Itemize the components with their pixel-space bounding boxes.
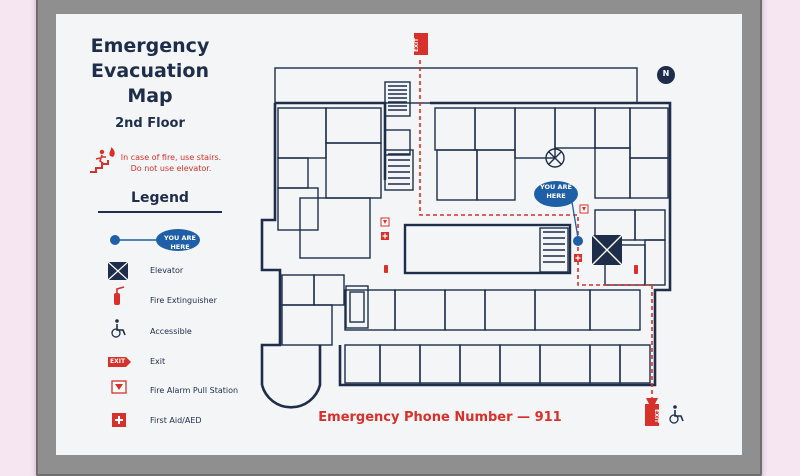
fire-stairs-icon — [90, 147, 115, 173]
legend-first-aid: First Aid/AED — [100, 416, 260, 444]
legend-you-are-here-label: YOU ARE HERE — [163, 234, 197, 251]
page-title: Emergency Evacuation Map — [60, 34, 240, 109]
exit-top-label: EXIT — [414, 38, 420, 52]
title-line-3: Map — [127, 85, 173, 107]
legend-fire-extinguisher-label: Fire Extinguisher — [150, 296, 217, 305]
legend-exit-label: Exit — [150, 357, 166, 366]
legend-fire-extinguisher: Fire Extinguisher — [100, 296, 260, 324]
legend-fire-alarm-label: Fire Alarm Pull Station — [150, 386, 239, 395]
legend-you-are-here: YOU ARE HERE — [100, 226, 260, 254]
legend-elevator: Elevator — [100, 266, 260, 294]
legend-fire-alarm: Fire Alarm Pull Station — [100, 386, 260, 414]
floor-label: 2nd Floor — [115, 116, 185, 131]
legend-exit: EXIT Exit — [100, 357, 260, 385]
legend-accessible: Accessible — [100, 327, 260, 355]
exit-bottom-label: EXIT — [653, 409, 659, 423]
fire-warning-line-1: In case of fire, use stairs. — [120, 153, 222, 162]
legend-exit-badge: EXIT — [110, 358, 126, 365]
legend-first-aid-label: First Aid/AED — [150, 416, 202, 425]
emergency-phone: Emergency Phone Number — 911 — [318, 410, 562, 425]
legend-title: Legend — [131, 190, 189, 206]
map-you-are-here-label: YOU ARE HERE — [539, 183, 573, 200]
title-line-2: Evacuation — [91, 60, 209, 82]
legend-divider — [98, 211, 222, 213]
legend-accessible-label: Accessible — [150, 327, 192, 336]
legend-elevator-label: Elevator — [150, 266, 184, 275]
north-indicator: N — [662, 69, 670, 78]
fire-warning-text: In case of fire, use stairs. Do not use … — [116, 152, 226, 174]
fire-warning-line-2: Do not use elevator. — [130, 164, 212, 173]
title-line-1: Emergency — [90, 35, 210, 57]
